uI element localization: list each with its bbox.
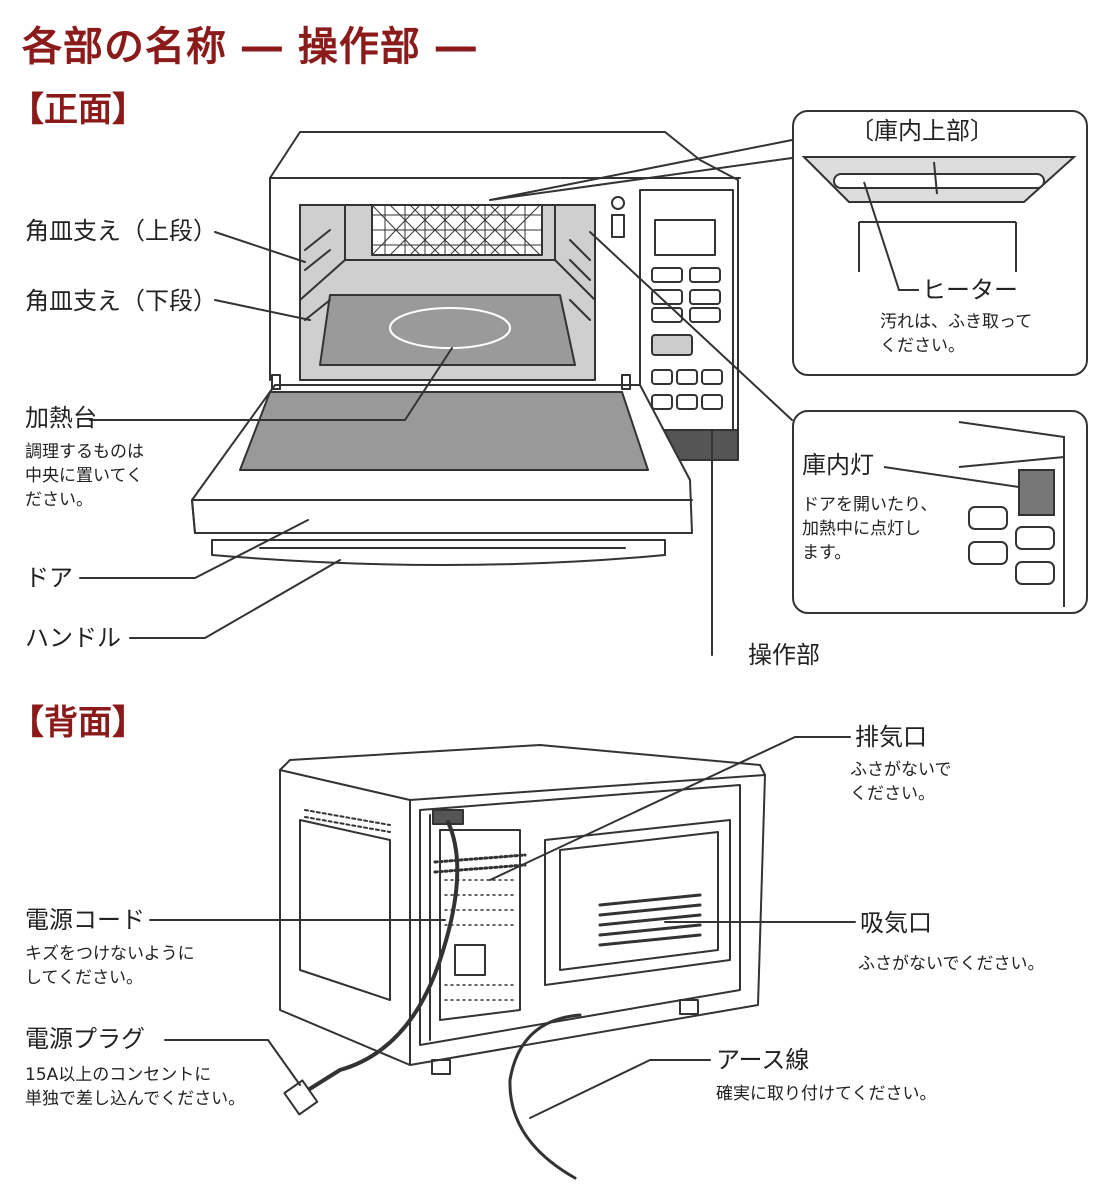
- back-cables: [283, 820, 582, 1180]
- page-title: 各部の名称 ― 操作部 ―: [22, 24, 477, 70]
- note-exhaust: ふさがないで ください。: [850, 760, 952, 804]
- label-rack-upper: 角皿支え（上段）: [25, 217, 217, 245]
- note-power-cord: キズをつけないように してください。: [25, 944, 195, 988]
- inset-oven-lamp: [792, 410, 1088, 614]
- label-control-panel: 操作部: [748, 641, 820, 669]
- back-oven-body: [279, 744, 766, 1075]
- label-intake: 吸気口: [860, 909, 932, 937]
- label-power-plug: 電源プラグ: [25, 1025, 145, 1053]
- label-rack-lower: 角皿支え（下段）: [25, 287, 217, 315]
- oven-top-inset-illustration: [801, 156, 1077, 291]
- note-heating-plate: 調理するものは 中央に置いてく ださい。: [25, 442, 144, 510]
- label-oven-lamp: 庫内灯: [802, 451, 874, 479]
- front-heading: 【正面】: [10, 90, 146, 130]
- inset-oven-top: [792, 110, 1088, 376]
- label-oven-top-inset: 〔庫内上部〕: [850, 117, 994, 145]
- label-power-cord: 電源コード: [25, 906, 145, 934]
- label-handle: ハンドル: [25, 624, 121, 652]
- label-heater: ヒーター: [922, 276, 1018, 304]
- label-exhaust: 排気口: [855, 723, 927, 751]
- front-door: [191, 374, 693, 566]
- label-heating-plate: 加熱台: [25, 404, 97, 432]
- label-ground-wire: アース線: [716, 1046, 810, 1074]
- back-heading: 【背面】: [10, 703, 146, 743]
- note-oven-lamp: ドアを開いたり、 加熱中に点灯し ます。: [802, 495, 938, 563]
- front-oven-body: [269, 131, 741, 461]
- note-power-plug: 15A以上のコンセントに 単独で差し込んでください。: [25, 1065, 246, 1109]
- oven-lamp-inset-illustration: [883, 421, 1065, 607]
- note-heater: 汚れは、ふき取って ください。: [880, 312, 1033, 356]
- label-door: ドア: [25, 564, 73, 592]
- note-ground-wire: 確実に取り付けてください。: [716, 1084, 937, 1104]
- note-intake: ふさがないでください。: [858, 954, 1045, 974]
